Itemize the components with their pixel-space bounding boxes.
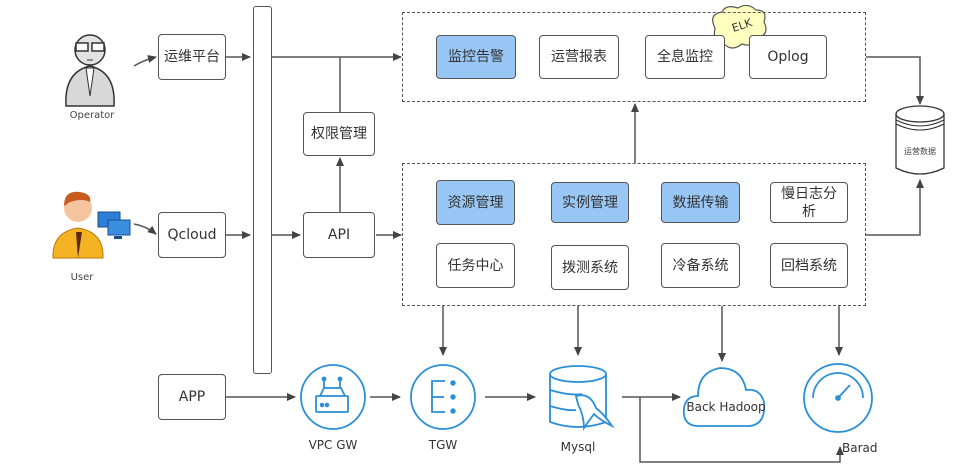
ops-report-box[interactable]: 运营报表 — [539, 35, 619, 79]
ops-data-label: 运营数据 — [904, 147, 936, 156]
bottom-service-group — [402, 163, 866, 306]
resource-mgmt-box[interactable]: 资源管理 — [436, 180, 515, 225]
arrow-user-to-qcloud — [133, 223, 157, 235]
back-hadoop-label: Back Hadoop — [686, 400, 766, 414]
user-label: User — [70, 272, 94, 283]
probe-system-box[interactable]: 拨测系统 — [551, 245, 629, 290]
oplog-box[interactable]: Oplog — [749, 35, 827, 79]
monitor-alert-box[interactable]: 监控告警 — [436, 35, 516, 79]
mysql-label: Mysql — [560, 440, 596, 454]
holographic-monitor-box[interactable]: 全息监控 — [645, 35, 725, 79]
app-box[interactable]: APP — [158, 374, 226, 420]
rollback-system-box[interactable]: 回档系统 — [770, 243, 848, 288]
cloud-icon — [682, 367, 766, 427]
ops-platform-box[interactable]: 运维平台 — [158, 34, 226, 80]
gateway-bus-bar — [253, 6, 272, 374]
load-balancer-icon — [410, 364, 476, 430]
barad-label: Barad — [842, 441, 878, 455]
vpc-gw-label: VPC GW — [308, 438, 358, 452]
operator-label: Operator — [69, 110, 115, 121]
operator-icon — [65, 34, 115, 107]
arrow-mysql-to-barad — [639, 397, 844, 463]
tgw-label: TGW — [428, 438, 458, 452]
gauge-icon — [803, 363, 873, 433]
arrow-top-to-storage — [866, 56, 924, 105]
cold-backup-box[interactable]: 冷备系统 — [661, 243, 740, 288]
task-center-box[interactable]: 任务中心 — [436, 243, 515, 288]
instance-mgmt-box[interactable]: 实例管理 — [551, 182, 629, 223]
router-icon — [300, 364, 366, 430]
mysql-database-icon — [549, 365, 615, 431]
data-transfer-box[interactable]: 数据传输 — [661, 182, 740, 223]
api-box[interactable]: API — [303, 212, 375, 258]
arrow-operator-to-ops — [133, 55, 157, 67]
permission-box[interactable]: 权限管理 — [303, 112, 375, 156]
arrow-bottom-to-storage — [866, 179, 924, 236]
qcloud-box[interactable]: Qcloud — [158, 212, 226, 258]
top-service-group — [402, 12, 866, 102]
user-icon — [52, 191, 131, 259]
database-cylinder-icon — [895, 105, 945, 175]
slow-log-analysis-box[interactable]: 慢日志分析 — [770, 182, 848, 223]
